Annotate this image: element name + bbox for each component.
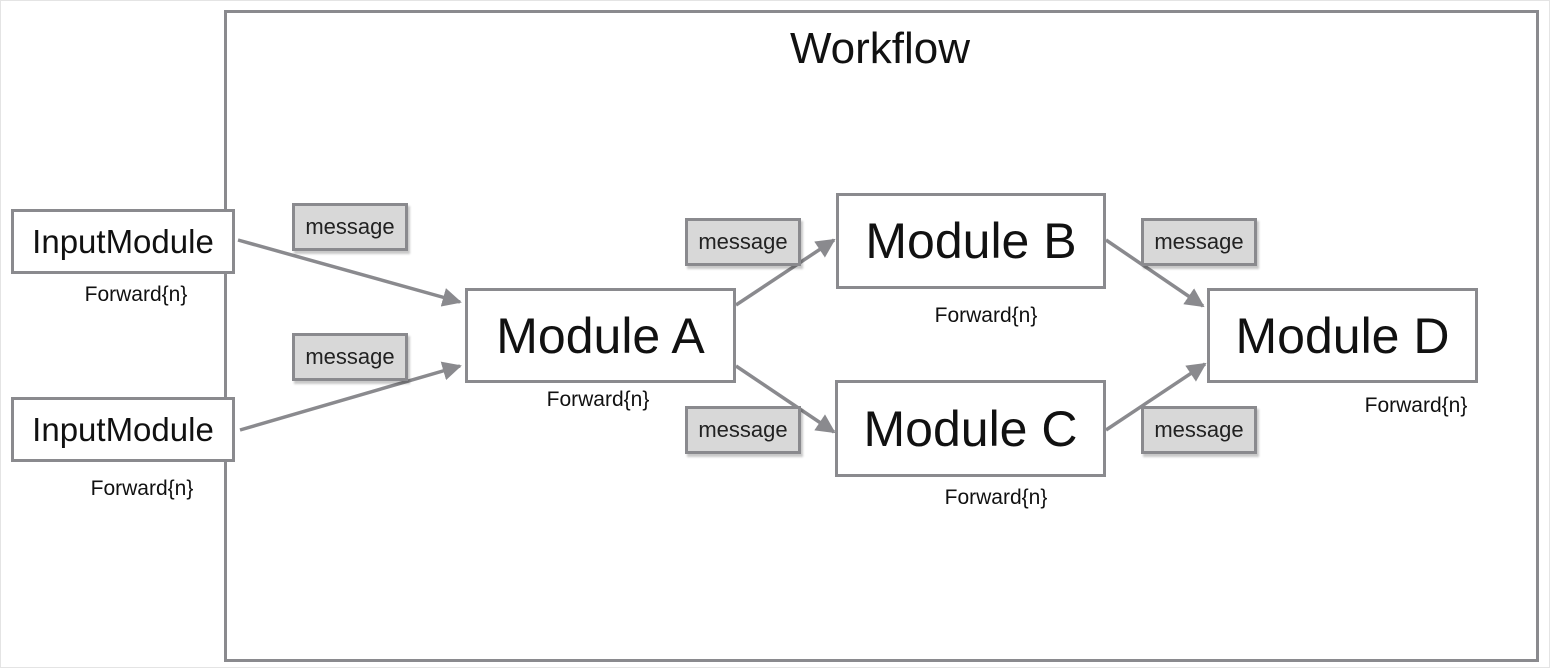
module-a-forward: Forward{n} [546,388,650,411]
module-c-label: Module C [863,400,1078,457]
message-label: message [1141,218,1257,266]
arrow-b-to-d [1105,238,1205,308]
arrow-input2-to-a [239,361,462,432]
input-module-1-label: InputModule [32,222,214,260]
arrow-input1-to-a [237,238,462,307]
message-label: message [685,406,801,454]
module-c-forward: Forward{n} [944,486,1048,509]
arrow-c-to-d [1105,362,1207,432]
module-a-label: Module A [496,307,705,364]
arrow-a-to-c [735,364,836,434]
input-module-1-forward: Forward{n} [84,283,188,306]
module-a: Module A [465,288,736,383]
input-module-2-label: InputModule [32,410,214,448]
message-label: message [292,203,408,251]
input-module-1: InputModule [11,209,235,274]
module-c: Module C [835,380,1106,477]
message-label: message [292,333,408,381]
input-module-2: InputModule [11,397,235,462]
message-label: message [1141,406,1257,454]
input-module-2-forward: Forward{n} [90,477,194,500]
module-b: Module B [836,193,1106,289]
module-d-label: Module D [1235,307,1450,364]
workflow-container [224,10,1539,662]
module-d-forward: Forward{n} [1364,394,1468,417]
message-label: message [685,218,801,266]
arrow-a-to-b [735,238,836,307]
module-b-forward: Forward{n} [934,304,1038,327]
module-d: Module D [1207,288,1478,383]
module-b-label: Module B [865,213,1077,269]
workflow-title: Workflow [789,24,971,73]
